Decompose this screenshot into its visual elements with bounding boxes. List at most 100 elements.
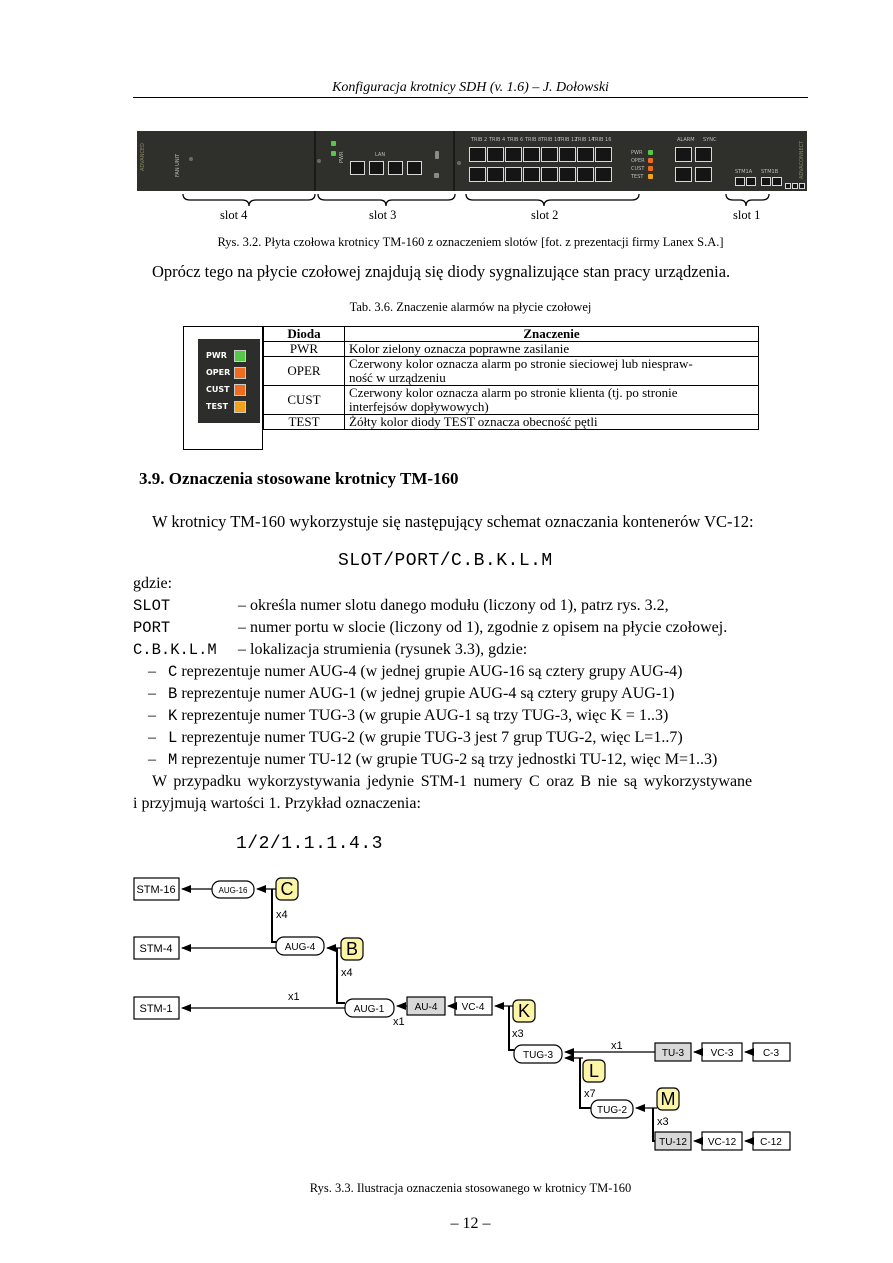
letter-k: K xyxy=(518,1001,530,1021)
running-header: Konfiguracja krotnicy SDH (v. 1.6) – J. … xyxy=(332,80,609,95)
panel-led-pwr xyxy=(648,150,653,155)
closing-line-2: i przyjmują wartości 1. Przykład oznacze… xyxy=(133,795,421,812)
label-aug1: AUG-1 xyxy=(354,1004,385,1015)
letter-box-b xyxy=(340,937,364,961)
trib-port-top-4 xyxy=(523,147,540,162)
letter-box-m xyxy=(656,1087,680,1111)
def-desc-slot: – określa numer slotu danego modułu (lic… xyxy=(238,597,669,614)
trib-port-top-7 xyxy=(577,147,594,162)
list-item: –L reprezentuje numer TUG-2 (w grupie TU… xyxy=(148,729,683,747)
trib-port-top-1 xyxy=(469,147,486,162)
table-row: CUST Czerwony kolor oznacza alarm po str… xyxy=(263,385,759,415)
figure32-caption: Rys. 3.2. Płyta czołowa krotnicy TM-160 … xyxy=(217,235,724,249)
letter-box-l xyxy=(582,1059,606,1083)
line-aug4-aug1 xyxy=(336,948,345,1004)
cell-znaczenie: Czerwony kolor oznacza alarm po stronie … xyxy=(344,385,759,415)
cell-znaczenie: Czerwony kolor oznacza alarm po stronie … xyxy=(344,356,759,386)
line-join-aug4 xyxy=(271,935,276,943)
panel-led-pwr-label: PWR xyxy=(631,150,643,156)
trib-label-16: TRIB 16 xyxy=(592,137,612,143)
label-au4: AU-4 xyxy=(415,1002,438,1013)
slot3-led-green-2 xyxy=(331,151,336,156)
trib-port-bottom-1 xyxy=(469,167,486,182)
label-c12: C-12 xyxy=(760,1137,782,1148)
intro-paragraph: Oprócz tego na płycie czołowej znajdują … xyxy=(152,262,731,281)
col-header-dioda: Dioda xyxy=(263,326,345,342)
panel-divider xyxy=(314,131,316,191)
lan-port-1 xyxy=(350,161,365,175)
closing-line-1: W przypadku wykorzystywania jedynie STM-… xyxy=(152,773,753,790)
list-item: –M reprezentuje numer TU-12 (w grupie TU… xyxy=(148,751,718,769)
label-stm16: STM-16 xyxy=(136,884,175,896)
slot3-led-green-1 xyxy=(331,141,336,146)
screw xyxy=(457,161,461,165)
sync-port-top xyxy=(695,147,712,162)
panel-led-oper xyxy=(648,158,653,163)
figure33-caption: Rys. 3.3. Ilustracja oznaczenia stosowan… xyxy=(309,1181,632,1195)
panel-sync-label: SYNC xyxy=(703,137,717,143)
header-rule xyxy=(133,97,808,98)
trib-label-8: TRIB 8 xyxy=(525,137,542,143)
label-tug2: TUG-2 xyxy=(597,1105,627,1116)
led-picture: PWR OPER CUST TEST xyxy=(198,339,260,423)
trib-port-bottom-8 xyxy=(595,167,612,182)
table-row: TEST Żółty kolor diody TEST oznacza obec… xyxy=(263,414,759,430)
sync-port-bottom xyxy=(695,167,712,182)
col-header-znaczenie: Znaczenie xyxy=(344,326,759,342)
panel-stm1a-label: STM1A xyxy=(735,169,753,175)
mini-port-1 xyxy=(785,183,791,189)
box-tug3 xyxy=(513,1044,563,1064)
slot1-label: slot 1 xyxy=(733,208,761,222)
box-stm1 xyxy=(133,996,180,1020)
trib-port-bottom-5 xyxy=(541,167,558,182)
line-tug2-tu12 xyxy=(652,1108,655,1142)
naming-schema: SLOT/PORT/C.B.K.L.M xyxy=(338,551,553,571)
cell-dioda: OPER xyxy=(263,356,345,386)
box-stm16 xyxy=(133,877,180,901)
stm1a-port-2 xyxy=(746,177,756,186)
led-picture-cell: PWR OPER CUST TEST xyxy=(183,326,263,450)
mult-x1-tu3: x1 xyxy=(611,1040,623,1052)
panel-led-oper-label: OPER xyxy=(631,158,645,164)
trib-port-top-2 xyxy=(487,147,504,162)
example-code: 1/2/1.1.1.4.3 xyxy=(236,834,383,854)
led-label-pwr: PWR xyxy=(206,351,227,360)
def-term-cbklm: C.B.K.L.M xyxy=(133,641,217,659)
stm1b-port-1 xyxy=(761,177,771,186)
mult-x3-tu12: x3 xyxy=(657,1116,669,1128)
stm1a-port-1 xyxy=(735,177,745,186)
trib-label-12: TRIB 12 xyxy=(558,137,578,143)
lan-port-4 xyxy=(407,161,422,175)
letter-m: M xyxy=(661,1089,676,1109)
label-vc4: VC-4 xyxy=(462,1002,485,1013)
trib-port-top-6 xyxy=(559,147,576,162)
cell-znaczenie: Kolor zielony oznacza poprawne zasilanie xyxy=(344,341,759,357)
table-row: OPER Czerwony kolor oznacza alarm po str… xyxy=(263,356,759,386)
led-red-cust xyxy=(234,384,246,396)
panel-alarm-label: ALARM xyxy=(677,137,695,143)
cell-dioda: CUST xyxy=(263,385,345,415)
mult-x4-aug16: x4 xyxy=(276,909,288,921)
led-label-oper: OPER xyxy=(206,368,231,377)
label-tug3: TUG-3 xyxy=(523,1050,553,1061)
line-tug3-tug2 xyxy=(579,1058,591,1109)
slot4-label: slot 4 xyxy=(220,208,248,222)
stm1b-port-2 xyxy=(772,177,782,186)
table36-caption: Tab. 3.6. Znaczenie alarmów na płycie cz… xyxy=(349,300,592,314)
label-aug4: AUG-4 xyxy=(285,942,316,953)
gdzie-label: gdzie: xyxy=(133,575,173,592)
panel-led-cust-label: CUST xyxy=(631,166,645,172)
slot3-label: slot 3 xyxy=(369,208,397,222)
trib-label-10: TRIB 10 xyxy=(541,137,561,143)
lan-port-2 xyxy=(369,161,384,175)
mini-port-2 xyxy=(792,183,798,189)
led-label-test: TEST xyxy=(206,402,229,411)
cell-dioda: TEST xyxy=(263,414,345,430)
alarms-table: Dioda Znaczenie PWR Kolor zielony oznacz… xyxy=(263,326,759,430)
panel-stm1b-label: STM1B xyxy=(761,169,779,175)
line-vc4-tug3 xyxy=(508,1006,514,1051)
letter-l: L xyxy=(589,1061,599,1081)
trib-port-top-8 xyxy=(595,147,612,162)
mult-x4-aug4: x4 xyxy=(341,967,353,979)
label-vc12: VC-12 xyxy=(708,1137,737,1148)
